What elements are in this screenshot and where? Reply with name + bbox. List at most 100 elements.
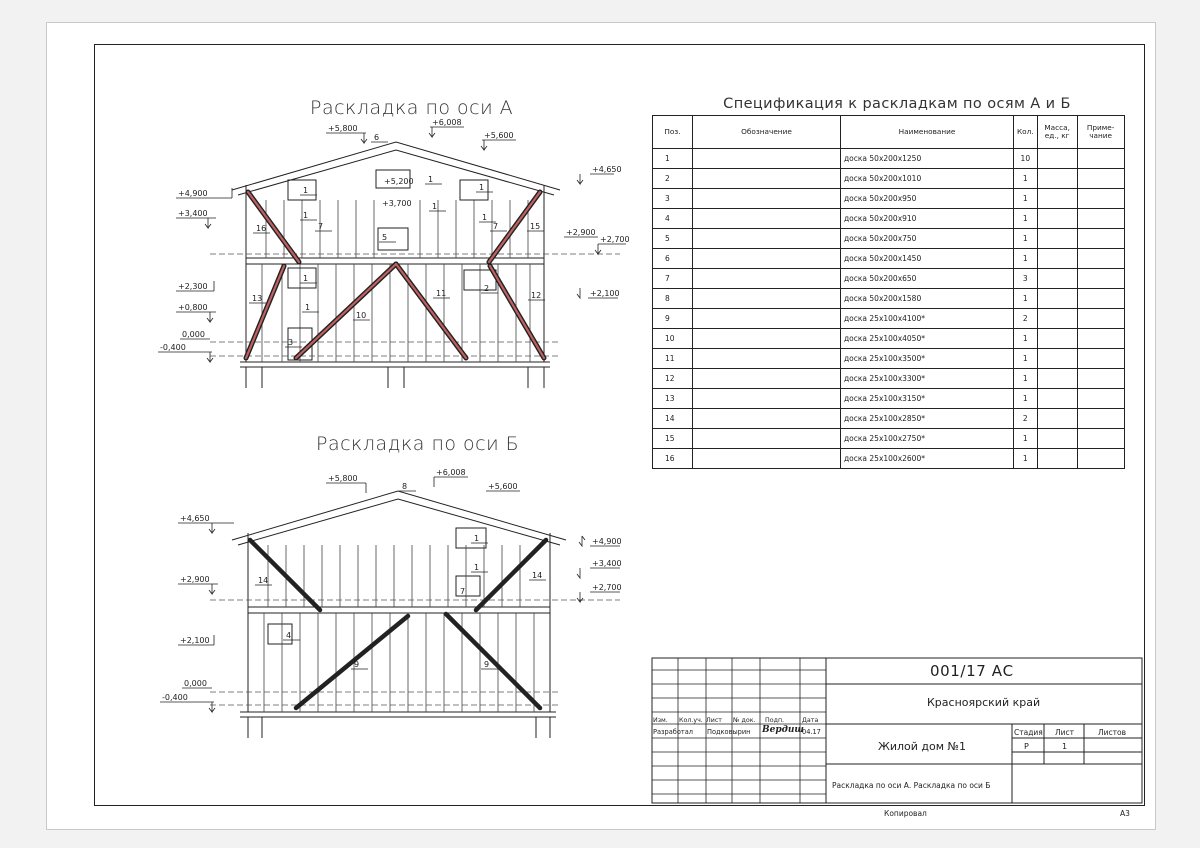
- elev-b: +5,800: [328, 474, 358, 483]
- elev-a: +6,008: [432, 118, 462, 127]
- position-tag: 14: [532, 571, 542, 580]
- tb-stage-label: Стадия: [1014, 728, 1043, 737]
- spec-designation: [692, 308, 841, 329]
- elev-b: +2,900: [180, 575, 210, 584]
- position-tag: 12: [531, 291, 541, 300]
- spec-name: доска 25х100х2750*: [840, 428, 1014, 449]
- spec-mass: [1036, 228, 1078, 249]
- position-tag: 1: [432, 202, 437, 211]
- drawing-a-title: Раскладка по оси А: [310, 97, 514, 119]
- position-tag: 13: [252, 294, 262, 303]
- spec-qty: 1: [1013, 428, 1038, 449]
- elev-b: +4,650: [180, 514, 210, 523]
- spec-mass: [1036, 328, 1078, 349]
- tb-sheet: 1: [1062, 742, 1068, 751]
- spec-name: доска 25х100х4050*: [840, 328, 1014, 349]
- spec-pos: 4: [652, 208, 693, 229]
- spec-qty: 1: [1013, 388, 1038, 409]
- spec-pos: 8: [652, 288, 693, 309]
- spec-note: [1076, 308, 1125, 329]
- spec-note: [1076, 268, 1125, 289]
- position-tag: 1: [428, 175, 433, 184]
- spec-pos: 3: [652, 188, 693, 209]
- spec-pos: 7: [652, 268, 693, 289]
- tb-col-sign: Подп.: [765, 717, 785, 724]
- elev-a: +2,900: [566, 228, 596, 237]
- spec-qty: 1: [1013, 348, 1038, 369]
- spec-qty: 1: [1013, 448, 1038, 469]
- drawing-frame: [94, 44, 1145, 806]
- position-tag: 5: [382, 233, 387, 242]
- spec-pos: 2: [652, 168, 693, 189]
- position-tag: 2: [484, 284, 489, 293]
- elev-a: +5,600: [484, 131, 514, 140]
- position-tag: 7: [318, 222, 323, 231]
- spec-qty: 1: [1013, 368, 1038, 389]
- spec-qty: 1: [1013, 168, 1038, 189]
- spec-name: доска 25х100х2600*: [840, 448, 1014, 469]
- spec-mass: [1036, 148, 1078, 169]
- spec-note: [1076, 368, 1125, 389]
- spec-designation: [692, 248, 841, 269]
- spec-mass: [1036, 348, 1078, 369]
- spec-designation: [692, 268, 841, 289]
- spec-note: [1076, 428, 1125, 449]
- spec-header: Масса, ед., кг: [1036, 115, 1078, 149]
- tb-sheets-label: Листов: [1098, 728, 1127, 737]
- position-tag: 1: [303, 186, 308, 195]
- spec-note: [1076, 228, 1125, 249]
- spec-note: [1076, 248, 1125, 269]
- spec-designation: [692, 228, 841, 249]
- tb-stage: Р: [1024, 742, 1029, 751]
- copied-label: Копировал: [884, 809, 927, 818]
- title-block: [651, 657, 1143, 804]
- spec-designation: [692, 348, 841, 369]
- spec-pos: 5: [652, 228, 693, 249]
- spec-name: доска 25х100х3150*: [840, 388, 1014, 409]
- spec-pos: 12: [652, 368, 693, 389]
- elev-a: +5,200: [384, 177, 414, 186]
- spec-name: доска 50х200х1580: [840, 288, 1014, 309]
- spec-designation: [692, 388, 841, 409]
- spec-designation: [692, 208, 841, 229]
- spec-row: 13 доска 25х100х3150*1: [652, 388, 1125, 409]
- spec-qty: 1: [1013, 188, 1038, 209]
- position-tag: 1: [482, 213, 487, 222]
- spec-name: доска 25х100х3500*: [840, 348, 1014, 369]
- format-label: А3: [1120, 809, 1130, 818]
- elev-b: +2,100: [180, 636, 210, 645]
- spec-table: Поз. Обозначение Наименование Кол. Масса…: [652, 115, 1125, 469]
- spec-pos: 6: [652, 248, 693, 269]
- spec-note: [1076, 188, 1125, 209]
- spec-qty: 2: [1013, 408, 1038, 429]
- elev-b: -0,400: [162, 693, 188, 702]
- position-tag: 9: [484, 660, 489, 669]
- spec-name: доска 50х200х1250: [840, 148, 1014, 169]
- tb-code: 001/17 АС: [930, 662, 1014, 680]
- spec-mass: [1036, 168, 1078, 189]
- tb-sheet-label: Лист: [1055, 728, 1075, 737]
- spec-name: доска 25х100х2850*: [840, 408, 1014, 429]
- spec-pos: 13: [652, 388, 693, 409]
- elev-b: +2,700: [592, 583, 622, 592]
- tb-author: Подковырин: [707, 728, 751, 736]
- position-tag: 1: [479, 183, 484, 192]
- spec-name: доска 25х100х4100*: [840, 308, 1014, 329]
- spec-mass: [1036, 388, 1078, 409]
- elev-a: +3,700: [382, 199, 412, 208]
- position-tag: 1: [303, 274, 308, 283]
- drawing-b: +5,800 +6,008 +5,600 +4,650 +4,900 +3,40…: [160, 468, 622, 738]
- spec-designation: [692, 408, 841, 429]
- spec-note: [1076, 288, 1125, 309]
- spec-designation: [692, 428, 841, 449]
- spec-pos: 16: [652, 448, 693, 469]
- tb-region: Красноярский край: [927, 696, 1041, 709]
